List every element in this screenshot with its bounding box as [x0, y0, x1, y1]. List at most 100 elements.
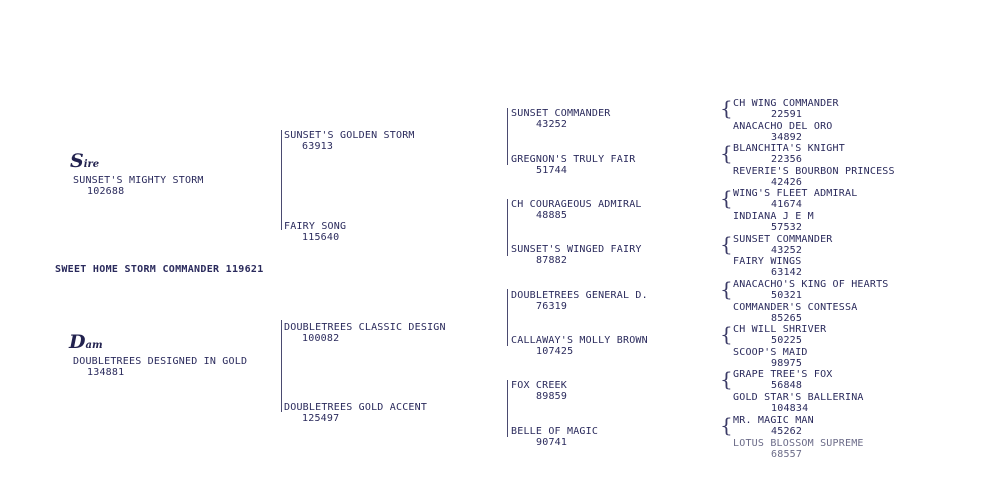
ancestor-entry: ANACACHO'S KING OF HEARTS 50321 [733, 279, 889, 301]
great-grandparent-name: SUNSET COMMANDER [511, 108, 611, 119]
ancestor-name: MR. MAGIC MAN [733, 415, 814, 426]
ancestor-reg: 56848 [771, 380, 803, 391]
ancestor-entry: BLANCHITA'S KNIGHT 22356 [733, 143, 845, 165]
great-grandparent-name: CH COURAGEOUS ADMIRAL [511, 199, 642, 210]
ancestor-entry: GOLD STAR'S BALLERINA 104834 [733, 392, 864, 414]
ancestor-name: SCOOP'S MAID [733, 347, 808, 358]
brace-mark: { [720, 186, 733, 210]
grandparent-name: FAIRY SONG [284, 221, 347, 232]
ancestor-name: COMMANDER'S CONTESSA [733, 302, 858, 313]
great-grandparent-entry: CH COURAGEOUS ADMIRAL 48885 [511, 199, 642, 221]
ancestor-name: FAIRY WINGS [733, 256, 802, 267]
great-grandparent-reg: 89859 [536, 391, 568, 402]
sire-rest: ire [83, 159, 100, 170]
ancestor-name: INDIANA J E M [733, 211, 814, 222]
grandparent-name: DOUBLETREES GOLD ACCENT [284, 402, 428, 413]
grandparent-name: DOUBLETREES CLASSIC DESIGN [284, 322, 446, 333]
ancestor-name: GRAPE TREE'S FOX [733, 369, 833, 380]
ancestor-name: SUNSET COMMANDER [733, 234, 833, 245]
great-grandparent-entry: FOX CREEK 89859 [511, 380, 567, 402]
ancestor-reg: 98975 [771, 358, 803, 369]
grandparent-entry: DOUBLETREES CLASSIC DESIGN 100082 [284, 322, 446, 344]
ancestor-reg: 50321 [771, 290, 803, 301]
great-grandparent-entry: BELLE OF MAGIC 90741 [511, 426, 598, 448]
great-grandparent-name: FOX CREEK [511, 380, 567, 391]
grandparent-entry: DOUBLETREES GOLD ACCENT 125497 [284, 402, 427, 424]
ancestor-entry: LOTUS BLOSSOM SUPREME 68557 [733, 438, 864, 460]
bracket-line [281, 320, 282, 412]
ancestor-entry: WING'S FLEET ADMIRAL 41674 [733, 188, 857, 210]
ancestor-reg: 41674 [771, 199, 803, 210]
great-grandparent-name: DOUBLETREES GENERAL D. [511, 290, 648, 301]
great-grandparent-reg: 76319 [536, 301, 568, 312]
great-grandparent-entry: CALLAWAY'S MOLLY BROWN 107425 [511, 335, 648, 357]
bracket-line [507, 108, 508, 165]
great-grandparent-name: GREGNON'S TRULY FAIR [511, 154, 636, 165]
ancestor-reg: 57532 [771, 222, 803, 233]
grandparent-reg: 100082 [302, 333, 340, 344]
bracket-line [281, 130, 282, 230]
ancestor-reg: 68557 [771, 449, 803, 460]
great-grandparent-reg: 48885 [536, 210, 568, 221]
ancestor-entry: SUNSET COMMANDER 43252 [733, 234, 833, 256]
great-grandparent-name: BELLE OF MAGIC [511, 426, 599, 437]
great-grandparent-entry: DOUBLETREES GENERAL D. 76319 [511, 290, 648, 312]
brace-mark: { [720, 413, 733, 437]
ancestor-reg: 22591 [771, 109, 803, 120]
grandparent-reg: 63913 [302, 141, 334, 152]
ancestor-name: ANACACHO'S KING OF HEARTS [733, 279, 889, 290]
ancestor-entry: CH WING COMMANDER 22591 [733, 98, 839, 120]
ancestor-entry: REVERIE'S BOURBON PRINCESS 42426 [733, 166, 895, 188]
brace-mark: { [720, 96, 733, 120]
sire-name: SUNSET'S MIGHTY STORM [73, 175, 204, 186]
great-grandparent-reg: 51744 [536, 165, 568, 176]
ancestor-reg: 34892 [771, 132, 803, 143]
brace-mark: { [720, 232, 733, 256]
dam-name: DOUBLETREES DESIGNED IN GOLD [73, 356, 248, 367]
great-grandparent-reg: 43252 [536, 119, 568, 130]
dam-reg: 134881 [87, 367, 125, 378]
dam-rest: am [85, 340, 103, 351]
ancestor-entry: COMMANDER'S CONTESSA 85265 [733, 302, 857, 324]
bracket-line [507, 289, 508, 346]
ancestor-entry: SCOOP'S MAID 98975 [733, 347, 808, 369]
brace-mark: { [720, 277, 733, 301]
grandparent-reg: 115640 [302, 232, 340, 243]
great-grandparent-name: CALLAWAY'S MOLLY BROWN [511, 335, 648, 346]
great-grandparent-name: SUNSET'S WINGED FAIRY [511, 244, 642, 255]
ancestor-entry: INDIANA J E M 57532 [733, 211, 814, 233]
ancestor-name: GOLD STAR'S BALLERINA [733, 392, 864, 403]
ancestor-reg: 50225 [771, 335, 803, 346]
ancestor-reg: 45262 [771, 426, 803, 437]
great-grandparent-reg: 107425 [536, 346, 574, 357]
dam-entry: DOUBLETREES DESIGNED IN GOLD 134881 [73, 356, 247, 378]
bracket-line [507, 199, 508, 256]
grandparent-entry: SUNSET'S GOLDEN STORM 63913 [284, 130, 415, 152]
sire-reg: 102688 [87, 186, 125, 197]
brace-mark: { [720, 322, 733, 346]
ancestor-name: REVERIE'S BOURBON PRINCESS [733, 166, 895, 177]
great-grandparent-entry: GREGNON'S TRULY FAIR 51744 [511, 154, 635, 176]
ancestor-reg: 43252 [771, 245, 803, 256]
ancestor-entry: GRAPE TREE'S FOX 56848 [733, 369, 833, 391]
ancestor-reg: 42426 [771, 177, 803, 188]
ancestor-name: ANACACHO DEL ORO [733, 121, 833, 132]
great-grandparent-entry: SUNSET'S WINGED FAIRY 87882 [511, 244, 642, 266]
ancestor-reg: 63142 [771, 267, 803, 278]
bracket-line [507, 380, 508, 437]
brace-mark: { [720, 141, 733, 165]
ancestor-name: BLANCHITA'S KNIGHT [733, 143, 845, 154]
ancestor-name: CH WING COMMANDER [733, 98, 839, 109]
grandparent-reg: 125497 [302, 413, 340, 424]
sire-entry: SUNSET'S MIGHTY STORM 102688 [73, 175, 204, 197]
brace-mark: { [720, 367, 733, 391]
grandparent-name: SUNSET'S GOLDEN STORM [284, 130, 415, 141]
dam-initial: D [69, 331, 86, 353]
ancestor-reg: 22356 [771, 154, 803, 165]
ancestor-name: WING'S FLEET ADMIRAL [733, 188, 858, 199]
ancestor-reg: 104834 [771, 403, 809, 414]
ancestor-reg: 85265 [771, 313, 803, 324]
great-grandparent-entry: SUNSET COMMANDER 43252 [511, 108, 611, 130]
subject-dog: SWEET HOME STORM COMMANDER 119621 [55, 264, 264, 275]
